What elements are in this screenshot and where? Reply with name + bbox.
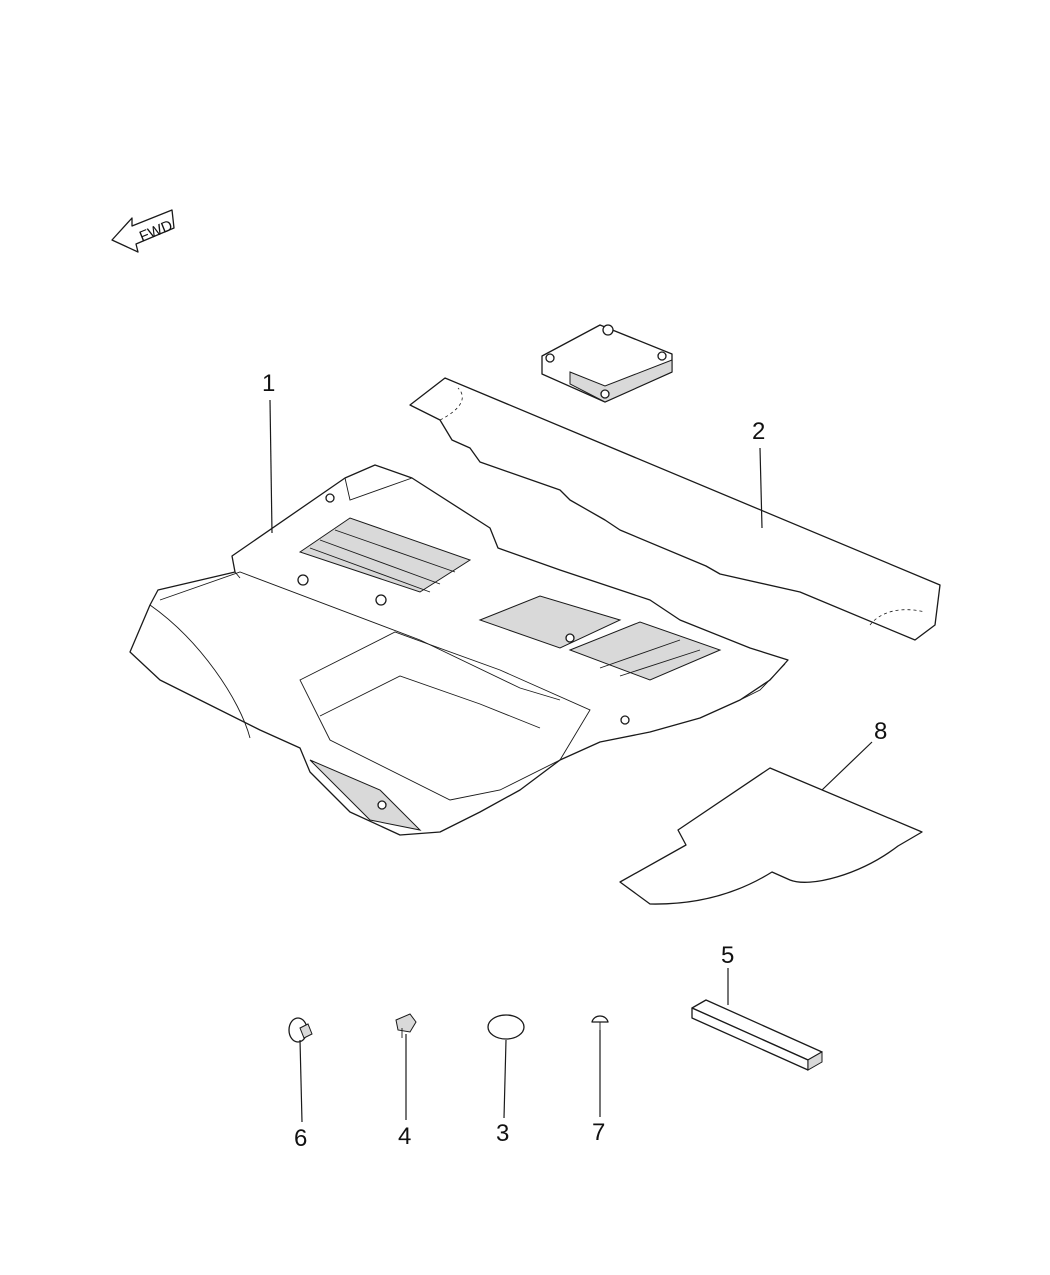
callout-4: 4 xyxy=(398,1123,411,1150)
leader-3 xyxy=(503,1039,507,1119)
callout-8: 8 xyxy=(874,718,887,745)
callout-6: 6 xyxy=(294,1125,307,1152)
fwd-arrow-icon: FWD xyxy=(111,209,175,253)
rear-carpet-panel xyxy=(409,377,941,641)
callout-1: 1 xyxy=(262,370,275,397)
leader-2 xyxy=(759,447,763,529)
access-cover xyxy=(541,324,673,403)
callout-5: 5 xyxy=(721,942,734,969)
leader-6 xyxy=(299,1039,303,1123)
push-pin-fastener xyxy=(288,1017,313,1043)
leader-8 xyxy=(821,741,873,791)
callout-7: 7 xyxy=(592,1119,605,1146)
round-plug xyxy=(487,1014,525,1040)
retaining-clip xyxy=(395,1013,417,1038)
callout-labels: 1 2 3 4 5 6 7 8 xyxy=(262,370,887,1152)
leader-lines xyxy=(269,399,873,1123)
floor-mat xyxy=(619,767,923,905)
callout-2: 2 xyxy=(752,418,765,445)
leader-1 xyxy=(269,399,273,534)
main-floor-carpet xyxy=(129,464,789,836)
foam-block xyxy=(691,999,823,1071)
push-rivet xyxy=(591,1015,609,1030)
callout-3: 3 xyxy=(496,1120,509,1147)
